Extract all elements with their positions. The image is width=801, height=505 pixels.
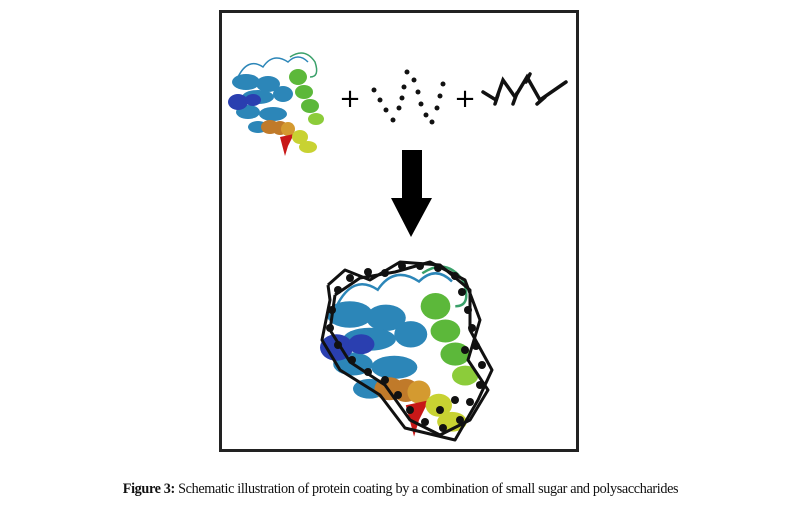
plus-sign-1: + <box>339 84 361 114</box>
figure-caption: Figure 3: Schematic illustration of prot… <box>0 481 801 498</box>
polysaccharide-chain-icon <box>481 72 568 106</box>
coated-protein-complex <box>318 260 494 442</box>
down-arrow-icon <box>391 150 432 237</box>
figure-diagram: + + <box>219 10 579 452</box>
caption-text: Schematic illustration of protein coatin… <box>174 481 679 497</box>
figure-label: Figure 3: <box>122 481 176 497</box>
small-sugar-dots-icon <box>371 69 446 125</box>
plus-sign-2: + <box>454 84 476 114</box>
